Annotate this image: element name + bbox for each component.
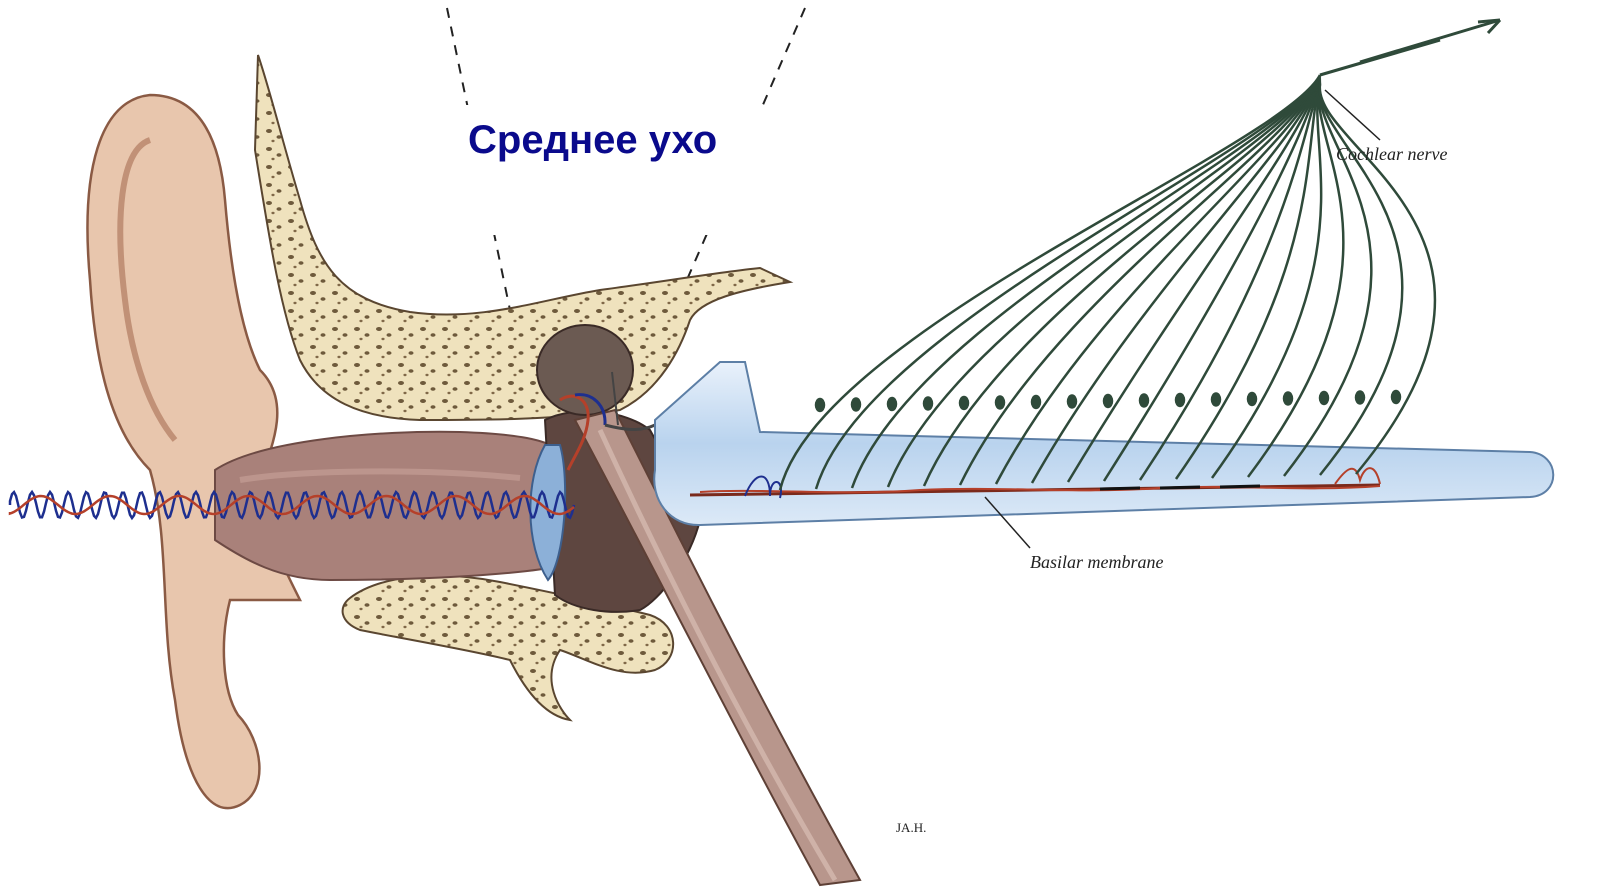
nerve-ganglion-dot [1176, 394, 1184, 406]
cochlear-nerve-trunk [1320, 20, 1500, 75]
nerve-ganglion-dot [1356, 392, 1364, 404]
nerve-ganglion-dot [960, 397, 968, 409]
nerve-ganglion-dot [1320, 392, 1328, 404]
nerve-ganglion-dot [1068, 396, 1076, 408]
nerve-fiber [1320, 84, 1403, 475]
nerve-ganglion-dot [1032, 396, 1040, 408]
nerve-fiber [780, 75, 1320, 490]
nerve-ganglion-dot [852, 399, 860, 411]
artist-initials: JA.H. [896, 820, 926, 836]
nerve-ganglion-dot [1392, 391, 1400, 403]
nerve-ganglion-dot [1248, 393, 1256, 405]
nerve-ganglion-dot [924, 398, 932, 410]
nerve-ganglion-dot [1104, 395, 1112, 407]
cochlear-nerve-pointer [1325, 90, 1380, 140]
nerve-ganglion-dot [1212, 394, 1220, 406]
cochlear-nerve-label: Cochlear nerve [1336, 144, 1447, 165]
basilar-membrane-label: Basilar membrane [1030, 552, 1164, 573]
nerve-fiber [1140, 81, 1320, 480]
nerve-ganglion-dot [1140, 395, 1148, 407]
cochlea-duct-icon [654, 362, 1553, 525]
nerve-ganglion-dot [816, 399, 824, 411]
nerve-ganglion-dot [888, 398, 896, 410]
nerve-ganglion-dot [996, 397, 1004, 409]
nerve-ganglion-dot [1284, 393, 1292, 405]
nerve-fibers-icon [780, 20, 1500, 490]
diagram-title: Среднее ухо [468, 118, 717, 163]
